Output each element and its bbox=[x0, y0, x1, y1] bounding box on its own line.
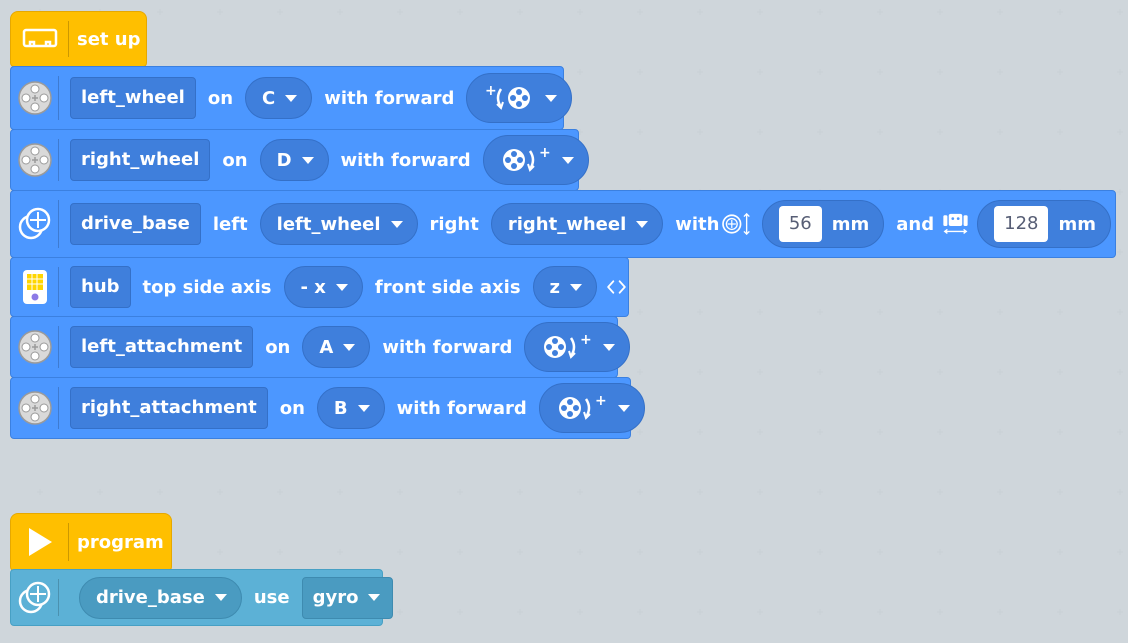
port-dropdown[interactable]: C bbox=[245, 77, 313, 119]
hub-icon bbox=[11, 258, 59, 316]
motor-icon bbox=[11, 317, 59, 377]
unit-label: mm bbox=[1058, 213, 1096, 235]
chevron-down-icon bbox=[603, 343, 616, 351]
right-label: right bbox=[429, 213, 479, 235]
direction-dropdown[interactable]: + bbox=[482, 135, 589, 185]
use-label: use bbox=[253, 587, 290, 608]
motor-block-right-attachment[interactable]: right_attachment on B with forward + bbox=[10, 377, 645, 439]
with-label: with bbox=[675, 213, 720, 235]
motor-block-left-attachment[interactable]: left_attachment on A with forward + bbox=[10, 316, 631, 378]
front-side-axis-label: front side axis bbox=[374, 276, 521, 298]
port-dropdown[interactable]: D bbox=[259, 139, 329, 181]
port-value: C bbox=[262, 87, 276, 109]
front-axis-dropdown[interactable]: z bbox=[532, 266, 598, 308]
clockwise-icon: + bbox=[558, 393, 607, 420]
top-axis-dropdown[interactable]: - x bbox=[283, 266, 363, 308]
svg-text:+: + bbox=[580, 332, 592, 348]
mode-dropdown[interactable]: gyro bbox=[301, 576, 394, 619]
variable-name[interactable]: left_wheel bbox=[70, 77, 196, 119]
port-value: A bbox=[319, 336, 334, 358]
drive-base-value: drive_base bbox=[96, 587, 205, 608]
with-forward-label: with forward bbox=[340, 149, 471, 171]
on-label: on bbox=[279, 397, 305, 419]
port-dropdown[interactable]: A bbox=[302, 326, 371, 368]
on-label: on bbox=[222, 149, 248, 171]
chevron-down-icon bbox=[285, 94, 298, 102]
variable-name[interactable]: right_wheel bbox=[70, 139, 211, 181]
chevron-down-icon bbox=[368, 594, 381, 601]
counterclockwise-icon: + bbox=[485, 83, 531, 110]
hub-screen-icon bbox=[11, 12, 69, 66]
mode-value: gyro bbox=[312, 587, 359, 608]
drive-base-icon bbox=[11, 191, 59, 257]
unit-label: mm bbox=[831, 213, 870, 235]
direction-dropdown[interactable]: + bbox=[524, 322, 631, 372]
axle-track-field[interactable]: 128 mm bbox=[977, 200, 1111, 248]
right-motor-value: right_wheel bbox=[507, 213, 627, 235]
motor-icon bbox=[11, 378, 59, 438]
drive-base-block[interactable]: drive_base left left_wheel right right_w… bbox=[10, 190, 1116, 258]
chevron-down-icon bbox=[343, 343, 356, 351]
chevrons-expand-icon[interactable] bbox=[605, 272, 628, 302]
on-label: on bbox=[207, 87, 234, 109]
svg-text:+: + bbox=[485, 83, 497, 99]
and-label: and bbox=[896, 213, 935, 235]
top-side-axis-label: top side axis bbox=[142, 276, 272, 298]
setup-hat-block[interactable]: set up bbox=[10, 11, 147, 67]
axle-track-input[interactable]: 128 bbox=[994, 206, 1049, 242]
port-value: D bbox=[276, 149, 292, 171]
variable-name[interactable]: hub bbox=[70, 266, 131, 308]
variable-name[interactable]: left_attachment bbox=[70, 326, 254, 368]
variable-name[interactable]: right_attachment bbox=[70, 387, 268, 429]
with-forward-label: with forward bbox=[382, 336, 513, 358]
chevron-down-icon bbox=[545, 94, 558, 102]
drive-base-variable-dropdown[interactable]: drive_base bbox=[79, 576, 242, 619]
top-axis-value: - x bbox=[300, 276, 326, 298]
port-value: B bbox=[333, 397, 348, 419]
direction-dropdown[interactable]: + bbox=[538, 383, 645, 433]
svg-text:+: + bbox=[539, 145, 551, 161]
chevron-down-icon bbox=[617, 404, 630, 412]
port-dropdown[interactable]: B bbox=[316, 387, 385, 429]
chevron-down-icon bbox=[214, 594, 227, 601]
clockwise-icon: + bbox=[544, 332, 592, 359]
motor-block-right-wheel[interactable]: right_wheel on D with forward + bbox=[10, 129, 589, 191]
wheel-diameter-input[interactable]: 56 bbox=[778, 206, 822, 242]
front-axis-value: z bbox=[549, 276, 561, 298]
svg-text:+: + bbox=[595, 393, 607, 409]
chevron-down-icon bbox=[335, 283, 348, 291]
variable-name[interactable]: drive_base bbox=[70, 203, 201, 245]
left-motor-dropdown[interactable]: left_wheel bbox=[259, 203, 418, 245]
with-forward-label: with forward bbox=[396, 397, 527, 419]
direction-dropdown[interactable]: + bbox=[466, 73, 573, 123]
wheel-diameter-field[interactable]: 56 mm bbox=[761, 200, 885, 248]
play-icon bbox=[11, 514, 69, 570]
setup-label: set up bbox=[77, 28, 141, 50]
program-hat-block[interactable]: program bbox=[10, 513, 172, 571]
chevron-down-icon bbox=[390, 220, 403, 228]
motor-icon bbox=[11, 67, 59, 129]
with-forward-label: with forward bbox=[324, 87, 455, 109]
chevron-down-icon bbox=[561, 156, 574, 164]
drive-base-icon bbox=[11, 570, 59, 625]
left-label: left bbox=[212, 213, 248, 235]
chevron-down-icon bbox=[636, 220, 649, 228]
motor-block-left-wheel[interactable]: left_wheel on C with forward + bbox=[10, 66, 573, 130]
hub-block[interactable]: hub top side axis - x front side axis z bbox=[10, 257, 629, 317]
axle-track-icon bbox=[943, 213, 968, 234]
clockwise-icon: + bbox=[502, 145, 551, 172]
on-label: on bbox=[265, 336, 291, 358]
right-motor-dropdown[interactable]: right_wheel bbox=[490, 203, 664, 245]
left-motor-value: left_wheel bbox=[276, 213, 381, 235]
chevron-down-icon bbox=[570, 283, 583, 291]
program-label: program bbox=[77, 531, 164, 553]
chevron-down-icon bbox=[301, 156, 314, 164]
chevron-down-icon bbox=[357, 404, 370, 412]
motor-icon bbox=[11, 130, 59, 190]
drive-base-use-block[interactable]: drive_base use gyro bbox=[10, 569, 394, 626]
wheel-diameter-icon bbox=[722, 212, 751, 236]
